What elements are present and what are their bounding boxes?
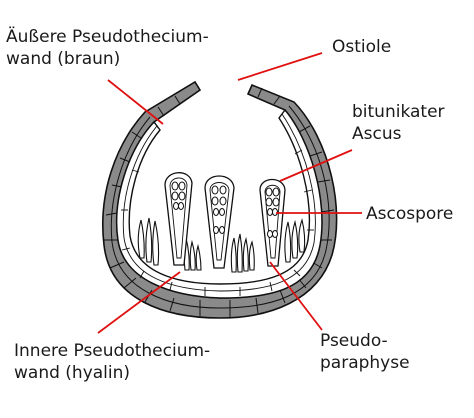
ascus-2 xyxy=(204,175,235,269)
leader-ascus xyxy=(279,149,353,182)
label-inner-wall: Innere Pseudothecium- wand (hyalin) xyxy=(14,340,210,384)
label-ostiole-text: Ostiole xyxy=(332,37,392,57)
leader-ostiole xyxy=(237,52,323,81)
ascus-3 xyxy=(259,178,286,267)
leader-outer-wall xyxy=(107,79,164,125)
label-outer-wall: Äußere Pseudothecium- wand (braun) xyxy=(6,26,209,70)
pseudoparaphyses xyxy=(137,217,306,273)
label-ascus-line1: bitunikater xyxy=(352,102,445,122)
label-ascus: bitunikater Ascus xyxy=(352,101,445,145)
label-outer-wall-line2: wand (braun) xyxy=(6,49,121,69)
label-ascospore-text: Ascospore xyxy=(366,204,454,224)
ascospores xyxy=(171,181,280,238)
label-pseudoparaphyse-line1: Pseudo- xyxy=(320,331,388,351)
label-outer-wall-line1: Äußere Pseudothecium- xyxy=(6,27,209,47)
label-pseudoparaphyse-line2: paraphyse xyxy=(320,353,410,373)
leader-inner-wall xyxy=(97,271,181,334)
leader-pseudoparaphyse xyxy=(269,261,323,331)
leader-lines xyxy=(97,52,362,334)
label-inner-wall-line1: Innere Pseudothecium- xyxy=(14,341,211,361)
label-inner-wall-line2: wand (hyalin) xyxy=(14,363,131,383)
label-pseudoparaphyse: Pseudo- paraphyse xyxy=(320,330,410,374)
inner-wall-cells xyxy=(121,113,316,296)
inner-pseudothecium-wall xyxy=(116,108,323,299)
label-ostiole: Ostiole xyxy=(332,36,391,58)
label-ascus-line2: Ascus xyxy=(352,124,402,144)
label-ascospore: Ascospore xyxy=(366,203,453,225)
